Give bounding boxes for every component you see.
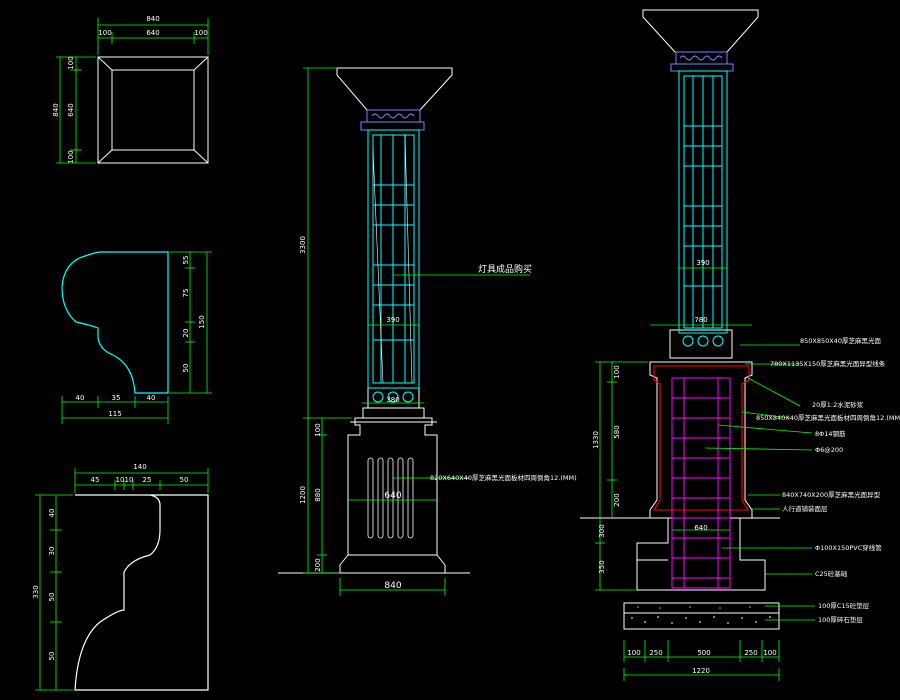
sec-note: 20厚1:2水泥砂浆 bbox=[812, 400, 864, 409]
sec-bottom-dim: 250 bbox=[744, 649, 757, 657]
sec-note: 850X840X40厚芝麻黑光面板材四周倒角12.(MM) bbox=[756, 413, 900, 422]
cap-right-dim: 75 bbox=[182, 289, 190, 298]
plan-dimensions bbox=[56, 18, 209, 164]
sec-bottom-dim: 500 bbox=[697, 649, 710, 657]
base-left-dim: 50 bbox=[48, 652, 56, 661]
sec-footing-dim: 350 bbox=[598, 560, 606, 573]
elevation-dimensions bbox=[303, 67, 530, 596]
cap-bottom-dim: 35 bbox=[112, 394, 121, 402]
cap-right-total: 150 bbox=[198, 315, 206, 328]
sec-bottom-dim: 100 bbox=[627, 649, 640, 657]
sec-footing-dim: 300 bbox=[598, 524, 606, 537]
sec-bottom-dim: 250 bbox=[649, 649, 662, 657]
elev-base-dim: 200 bbox=[314, 558, 322, 571]
elev-base-dim: 880 bbox=[314, 488, 322, 501]
sec-upper-dim: 200 bbox=[613, 493, 621, 506]
sec-note: 780X1135X150厚芝麻黑光面异型线条 bbox=[770, 359, 886, 368]
elevation-glass-reflection bbox=[372, 134, 413, 384]
section-dimensions bbox=[595, 267, 815, 681]
cap-bottom-dim: 40 bbox=[76, 394, 85, 402]
base-left-dim: 40 bbox=[48, 509, 56, 518]
base-top-dim: 10 bbox=[116, 476, 125, 484]
sec-neck-width: 780 bbox=[694, 316, 707, 324]
cap-right-dim: 20 bbox=[182, 329, 190, 338]
cap-right-dim: 55 bbox=[182, 256, 190, 265]
plan-top-dim: 640 bbox=[146, 29, 159, 37]
base-profile bbox=[74, 494, 209, 691]
elev-base-dim: 100 bbox=[314, 423, 322, 436]
elev-bottom-width: 840 bbox=[384, 581, 401, 591]
plan-view bbox=[97, 56, 209, 164]
base-left-dim: 50 bbox=[48, 593, 56, 602]
base-top-dim: 50 bbox=[180, 476, 189, 484]
sec-note: Φ100X150PVC穿线管 bbox=[815, 543, 882, 552]
sec-note: 840X740X200厚芝麻黑光面异型 bbox=[782, 490, 881, 499]
elevation-base-flutes bbox=[367, 457, 414, 539]
elev-height-upper: 3300 bbox=[299, 236, 307, 254]
elevation-glass-column bbox=[367, 129, 420, 403]
section-glass-column bbox=[678, 70, 728, 347]
cap-bottom-total: 115 bbox=[108, 410, 121, 418]
cap-profile-dimensions bbox=[61, 251, 212, 424]
sec-note: Φ6@200 bbox=[815, 446, 843, 454]
plan-top-total: 840 bbox=[146, 15, 159, 23]
sec-note: 850X850X40厚芝麻黑光面 bbox=[800, 336, 881, 345]
section-hoop bbox=[653, 365, 750, 511]
cap-right-dim: 50 bbox=[182, 364, 190, 373]
sec-upper-dim: 100 bbox=[613, 365, 621, 378]
cap-profile bbox=[61, 251, 169, 394]
sec-pier-width: 640 bbox=[694, 524, 707, 532]
plan-left-dim: 100 bbox=[67, 150, 75, 163]
elev-height-lower: 1200 bbox=[299, 486, 307, 504]
elev-panel-note: 820X640X40厚芝麻黑光面板材四周倒角12.(MM) bbox=[430, 473, 577, 482]
base-top-dim: 45 bbox=[91, 476, 100, 484]
elevation-view bbox=[278, 67, 470, 574]
base-top-dim: 10 bbox=[125, 476, 134, 484]
sec-upper-dim: 580 bbox=[613, 425, 621, 438]
sec-glass-width: 390 bbox=[696, 259, 709, 267]
sec-note: 100厚C15砼垫层 bbox=[818, 601, 870, 610]
elev-neck-width: 380 bbox=[386, 396, 399, 404]
sec-upper-total: 1330 bbox=[592, 431, 600, 449]
plan-left-dim: 640 bbox=[67, 103, 75, 116]
section-gravel-hatch bbox=[631, 606, 771, 624]
base-left-dim: 30 bbox=[48, 547, 56, 556]
plan-top-dim: 100 bbox=[194, 29, 207, 37]
sec-note: 人行道铺装面层 bbox=[782, 504, 828, 513]
plan-left-total: 840 bbox=[52, 103, 60, 116]
sec-note: C25砼基础 bbox=[815, 569, 848, 578]
sec-note: 8Φ14钢筋 bbox=[815, 429, 846, 438]
section-rebar-cage bbox=[671, 377, 731, 589]
elev-base-width: 640 bbox=[384, 491, 401, 501]
base-top-total: 140 bbox=[133, 463, 146, 471]
base-left-total: 330 bbox=[32, 585, 40, 598]
sec-bottom-dim: 100 bbox=[763, 649, 776, 657]
base-top-dim: 25 bbox=[143, 476, 152, 484]
plan-top-dim: 100 bbox=[98, 29, 111, 37]
elev-glass-width: 390 bbox=[386, 316, 399, 324]
base-profile-dimensions bbox=[35, 468, 209, 691]
section-view bbox=[580, 9, 780, 630]
sec-note: 100厚碎石垫层 bbox=[818, 615, 863, 624]
cap-bottom-dim: 40 bbox=[147, 394, 156, 402]
plan-left-dim: 100 bbox=[67, 56, 75, 69]
sec-bottom-total: 1220 bbox=[692, 667, 710, 675]
elev-glass-note: 灯具成品购买 bbox=[478, 263, 532, 275]
